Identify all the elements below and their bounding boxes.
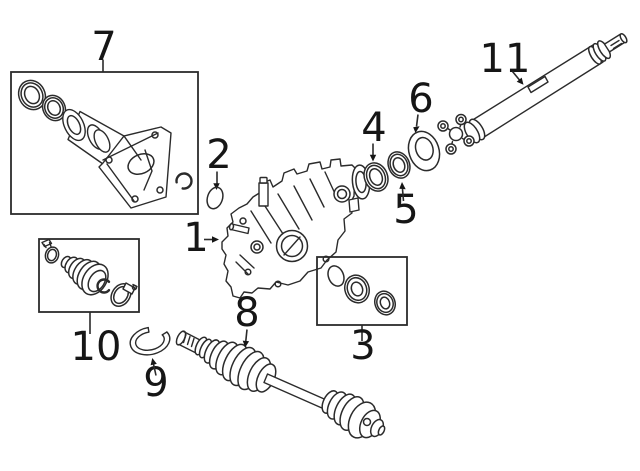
part-6-group: 6	[407, 76, 441, 172]
o-ring-icon	[327, 265, 345, 287]
part-5-group: 5	[387, 151, 419, 233]
part-9-arrow-line	[152, 363, 157, 376]
part-2-group: 2	[206, 132, 232, 210]
drive-shaft-drawing: 11	[437, 33, 628, 155]
seal-ring-icon	[373, 290, 397, 316]
seal-ring-icon	[343, 274, 371, 304]
shaft-label-band	[527, 75, 549, 94]
callout-label-7: 7	[91, 24, 116, 70]
snap-ring-icon	[96, 278, 111, 294]
part-10-box	[38, 238, 140, 313]
axle-shaft-drawing: 8	[175, 290, 386, 439]
part-9-arrowhead	[150, 358, 157, 366]
part-6-arrowhead	[413, 126, 420, 133]
carrier-bracket-drawing	[62, 108, 172, 209]
callout-label-5: 5	[393, 187, 418, 233]
part-7-inset-group: 7	[10, 24, 199, 215]
part-11-arrow-line	[511, 70, 521, 81]
part-4-group: 4	[361, 105, 389, 192]
seal-ring-icon	[17, 79, 47, 111]
differential-carrier-drawing: 1	[183, 158, 371, 299]
universal-joint-icon	[437, 113, 475, 155]
seal-ring-icon	[363, 162, 389, 192]
boot-clamp-small-icon	[41, 238, 60, 264]
bearing-race-icon	[387, 151, 411, 179]
part-4-arrowhead	[369, 154, 377, 162]
part-1-arrowhead	[212, 236, 219, 243]
callout-label-10: 10	[71, 324, 122, 370]
part-11-arrowhead	[516, 77, 524, 85]
callout-label-11: 11	[480, 36, 531, 82]
callout-label-4: 4	[361, 105, 386, 151]
callout-label-1: 1	[183, 215, 208, 261]
companion-flange-icon	[407, 130, 441, 172]
breather-post-drawing	[258, 182, 269, 207]
callout-label-6: 6	[408, 76, 433, 122]
part-8-arrowhead	[242, 340, 250, 348]
part-5-arrow-line	[401, 188, 405, 202]
axle-bar-drawing	[263, 373, 328, 410]
part-3-inset-group: 3	[316, 256, 408, 369]
mount-lug-drawing	[333, 185, 351, 203]
part-8-arrow-line	[245, 329, 248, 342]
o-ring-icon	[206, 186, 224, 210]
part-10-inset-group: 10	[38, 238, 140, 370]
boot-clamp-large-icon	[110, 282, 138, 307]
callout-label-8: 8	[234, 290, 259, 336]
callout-label-2: 2	[206, 132, 231, 178]
snap-ring-icon	[175, 172, 193, 190]
part-7-box	[10, 71, 199, 215]
callout-label-3: 3	[350, 323, 375, 369]
inner-cv-joint-drawing	[203, 339, 277, 393]
seal-ring-icon	[41, 94, 67, 122]
outer-cv-joint-drawing	[321, 390, 386, 439]
circlip-icon	[129, 326, 171, 356]
part-9-group: 9	[129, 326, 171, 406]
part-6-arrow-line	[415, 114, 419, 127]
cv-boot-icon	[60, 255, 109, 296]
callout-label-9: 9	[143, 360, 168, 406]
part-5-arrowhead	[399, 182, 406, 190]
